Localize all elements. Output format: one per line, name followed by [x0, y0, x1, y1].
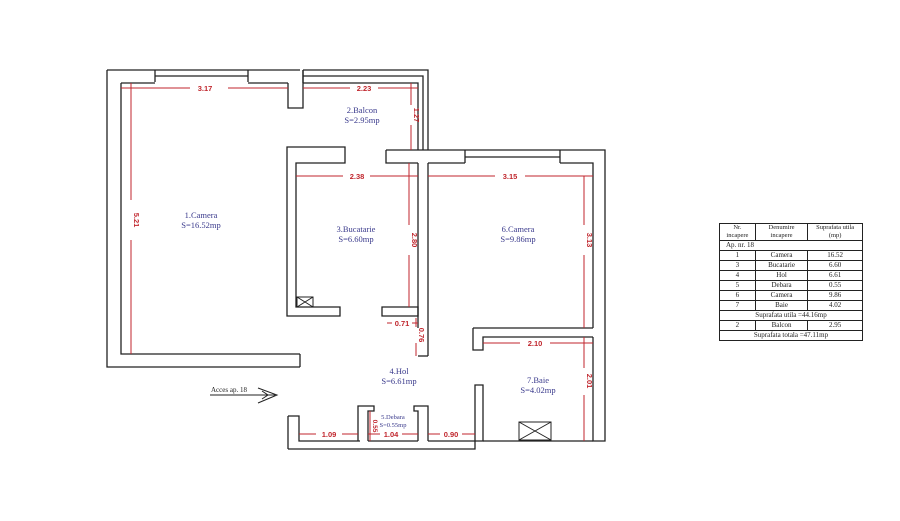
table-row: 3 Bucatarie 6.60 [719, 260, 863, 271]
dim-balcon-height: 1.27 [412, 108, 421, 123]
arrow-right-icon [210, 387, 279, 404]
dim-bucatarie-width: 2.38 [350, 172, 365, 181]
cell-area: 9.86 [807, 290, 863, 301]
room-area: S=6.60mp [338, 234, 373, 244]
wall-camera1-outer [106, 70, 300, 368]
cell-name: Debara [754, 280, 809, 291]
wall-bucatarie-camera6 [417, 163, 429, 356]
table-row: 6 Camera 9.86 [719, 290, 863, 301]
room-area: S=0.55mp [380, 422, 407, 429]
wall-column [287, 70, 304, 109]
vent-bucatarie-icon [296, 296, 314, 308]
cell-name: Camera [754, 250, 809, 261]
dim-hol-bottom-left: 1.09 [322, 430, 337, 439]
vent-baie-icon [518, 421, 552, 441]
balcony-row: 2 Balcon 2.95 [719, 320, 863, 331]
area-legend-table: Nr. incapere Denumire incapere Suprafata… [719, 223, 863, 341]
dim-hol-small-h: 0.76 [417, 328, 426, 343]
dim-debara-depth: 0.55 [371, 420, 378, 433]
room-name: 7.Baie [527, 375, 549, 385]
room-name: 5.Debara [381, 414, 405, 421]
room-camera6: 6.Camera S=9.86mp [500, 224, 535, 244]
cell-area: 2.95 [807, 320, 863, 331]
room-name: 6.Camera [502, 224, 535, 234]
cell-nr: 1 [719, 250, 756, 261]
header-name: Denumire incapere [754, 223, 809, 241]
dim-baie-width: 2.10 [528, 339, 543, 348]
table-row: 5 Debara 0.55 [719, 280, 863, 291]
table-row: 4 Hol 6.61 [719, 270, 863, 281]
wall-hol-bottom [287, 415, 360, 449]
cell-name: Bucatarie [754, 260, 809, 271]
cell-nr: 4 [719, 270, 756, 281]
useful-total-row: Suprafata utila =44.16mp [719, 310, 863, 321]
apartment-row: Ap. nr. 18 [719, 240, 863, 251]
room-baie: 7.Baie S=4.02mp [520, 375, 555, 395]
wall-bucatarie-left [286, 146, 346, 317]
room-name: 3.Bucatarie [337, 224, 376, 234]
room-area: S=16.52mp [181, 220, 221, 230]
room-balcon: 2.Balcon S=2.95mp [344, 105, 379, 125]
dim-camera1-width: 3.17 [198, 84, 213, 93]
room-area: S=4.02mp [520, 385, 555, 395]
dim-hol-small-w: 0.71 [395, 319, 410, 328]
cell-nr: 2 [719, 320, 756, 331]
cell-nr: 6 [719, 290, 756, 301]
cell-area: 0.55 [807, 280, 863, 291]
dimension-lines [121, 83, 593, 441]
cell-name: Balcon [754, 320, 809, 331]
dim-bucatarie-height: 2.80 [410, 233, 419, 248]
legend-header-row: Nr. incapere Denumire incapere Suprafata… [719, 223, 863, 241]
cell-name: Hol [754, 270, 809, 281]
room-hol: 4.Hol S=6.61mp [381, 366, 416, 386]
room-debara: 5.Debara S=0.55mp [380, 414, 407, 429]
room-name: 2.Balcon [347, 105, 378, 115]
wall-camera6-top [386, 149, 606, 346]
dim-debara-width: 1.04 [384, 430, 399, 439]
room-area: S=2.95mp [344, 115, 379, 125]
cell-name: Camera [754, 290, 809, 301]
table-row: 7 Baie 4.02 [719, 300, 863, 311]
wall-baie-right [592, 337, 606, 442]
grand-total-row: Suprafata totala =47.11mp [719, 330, 863, 341]
access-label: Acces ap. 18 [211, 386, 247, 394]
header-nr: Nr. incapere [719, 223, 756, 241]
cell-area: 4.02 [807, 300, 863, 311]
window-camera1 [107, 69, 300, 82]
room-name: 4.Hol [389, 366, 409, 376]
useful-total: Suprafata utila =44.16mp [719, 310, 863, 321]
dim-camera6-height: 3.13 [585, 233, 594, 248]
wall-baie-top [472, 327, 593, 351]
cell-nr: 7 [719, 300, 756, 311]
dim-camera1-height: 5.21 [132, 213, 141, 228]
cell-nr: 3 [719, 260, 756, 271]
dim-hol-bottom-right: 0.90 [444, 430, 459, 439]
wall-camera1-inner [120, 83, 300, 355]
cell-nr: 5 [719, 280, 756, 291]
header-area: Suprafata utila (mp) [807, 223, 863, 241]
wall-baie-left [474, 384, 484, 442]
room-name: 1.Camera [185, 210, 218, 220]
room-area: S=6.61mp [381, 376, 416, 386]
dim-baie-height: 2.01 [585, 374, 594, 389]
dim-balcon-width: 2.23 [357, 84, 372, 93]
wall-debara-right [413, 405, 429, 441]
wall-debara-left [357, 405, 375, 441]
room-camera1: 1.Camera S=16.52mp [181, 210, 221, 230]
cell-name: Baie [754, 300, 809, 311]
room-area: S=9.86mp [500, 234, 535, 244]
room-bucatarie: 3.Bucatarie S=6.60mp [337, 224, 376, 244]
cell-area: 16.52 [807, 250, 863, 261]
apartment-label: Ap. nr. 18 [719, 240, 863, 251]
grand-total: Suprafata totala =47.11mp [719, 330, 863, 341]
dim-camera6-width: 3.15 [503, 172, 518, 181]
window-camera6 [464, 150, 561, 163]
cell-area: 6.60 [807, 260, 863, 271]
cell-area: 6.61 [807, 270, 863, 281]
wall-balcony [303, 69, 429, 150]
table-row: 1 Camera 16.52 [719, 250, 863, 261]
access-arrow: Acces ap. 18 [210, 386, 279, 404]
